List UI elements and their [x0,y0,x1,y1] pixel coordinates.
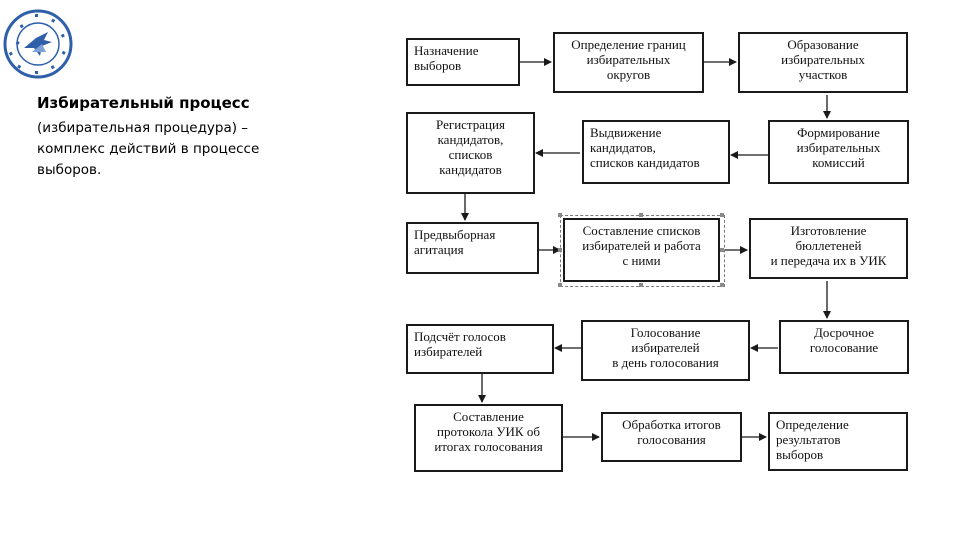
resize-handle[interactable] [558,283,562,287]
box-agitatsiya: Предвыборная агитация [406,222,539,274]
box-uchastkov: Образование избирательных участков [738,32,908,93]
box-komissiy: Формирование избирательных комиссий [768,120,909,184]
box-naznachenie: Назначение выборов [406,38,520,86]
resize-handle[interactable] [639,283,643,287]
intro-body: (избирательная процедура) – комплекс дей… [37,120,260,178]
resize-handle[interactable] [720,213,724,217]
intro-title: Избирательный процесс [37,94,250,112]
box-golosovanie: Голосование избирателей в день голосован… [581,320,750,381]
box-podschet: Подсчёт голосов избирателей [406,324,554,374]
box-rezultaty: Определение результатов выборов [768,412,908,471]
resize-handle[interactable] [720,283,724,287]
resize-handle[interactable] [558,248,562,252]
selection-frame[interactable] [560,215,725,287]
box-dosrochnoe: Досрочное голосование [779,320,909,374]
box-registratsiya: Регистрация кандидатов, списков кандидат… [406,112,535,194]
resize-handle[interactable] [720,248,724,252]
intro-block: Избирательный процесс (избирательная про… [37,93,337,181]
box-byulleteni: Изготовление бюллетеней и передача их в … [749,218,908,279]
box-spiski: Составление списков избирателей и работа… [563,218,720,282]
resize-handle[interactable] [558,213,562,217]
box-granits: Определение границ избирательных округов [553,32,704,93]
box-vydvizhenie: Выдвижение кандидатов, списков кандидато… [582,120,730,184]
election-commission-emblem-icon [3,9,73,79]
box-protokol: Составление протокола УИК об итогах голо… [414,404,563,472]
box-obrabotka: Обработка итогов голосования [601,412,742,462]
resize-handle[interactable] [639,213,643,217]
